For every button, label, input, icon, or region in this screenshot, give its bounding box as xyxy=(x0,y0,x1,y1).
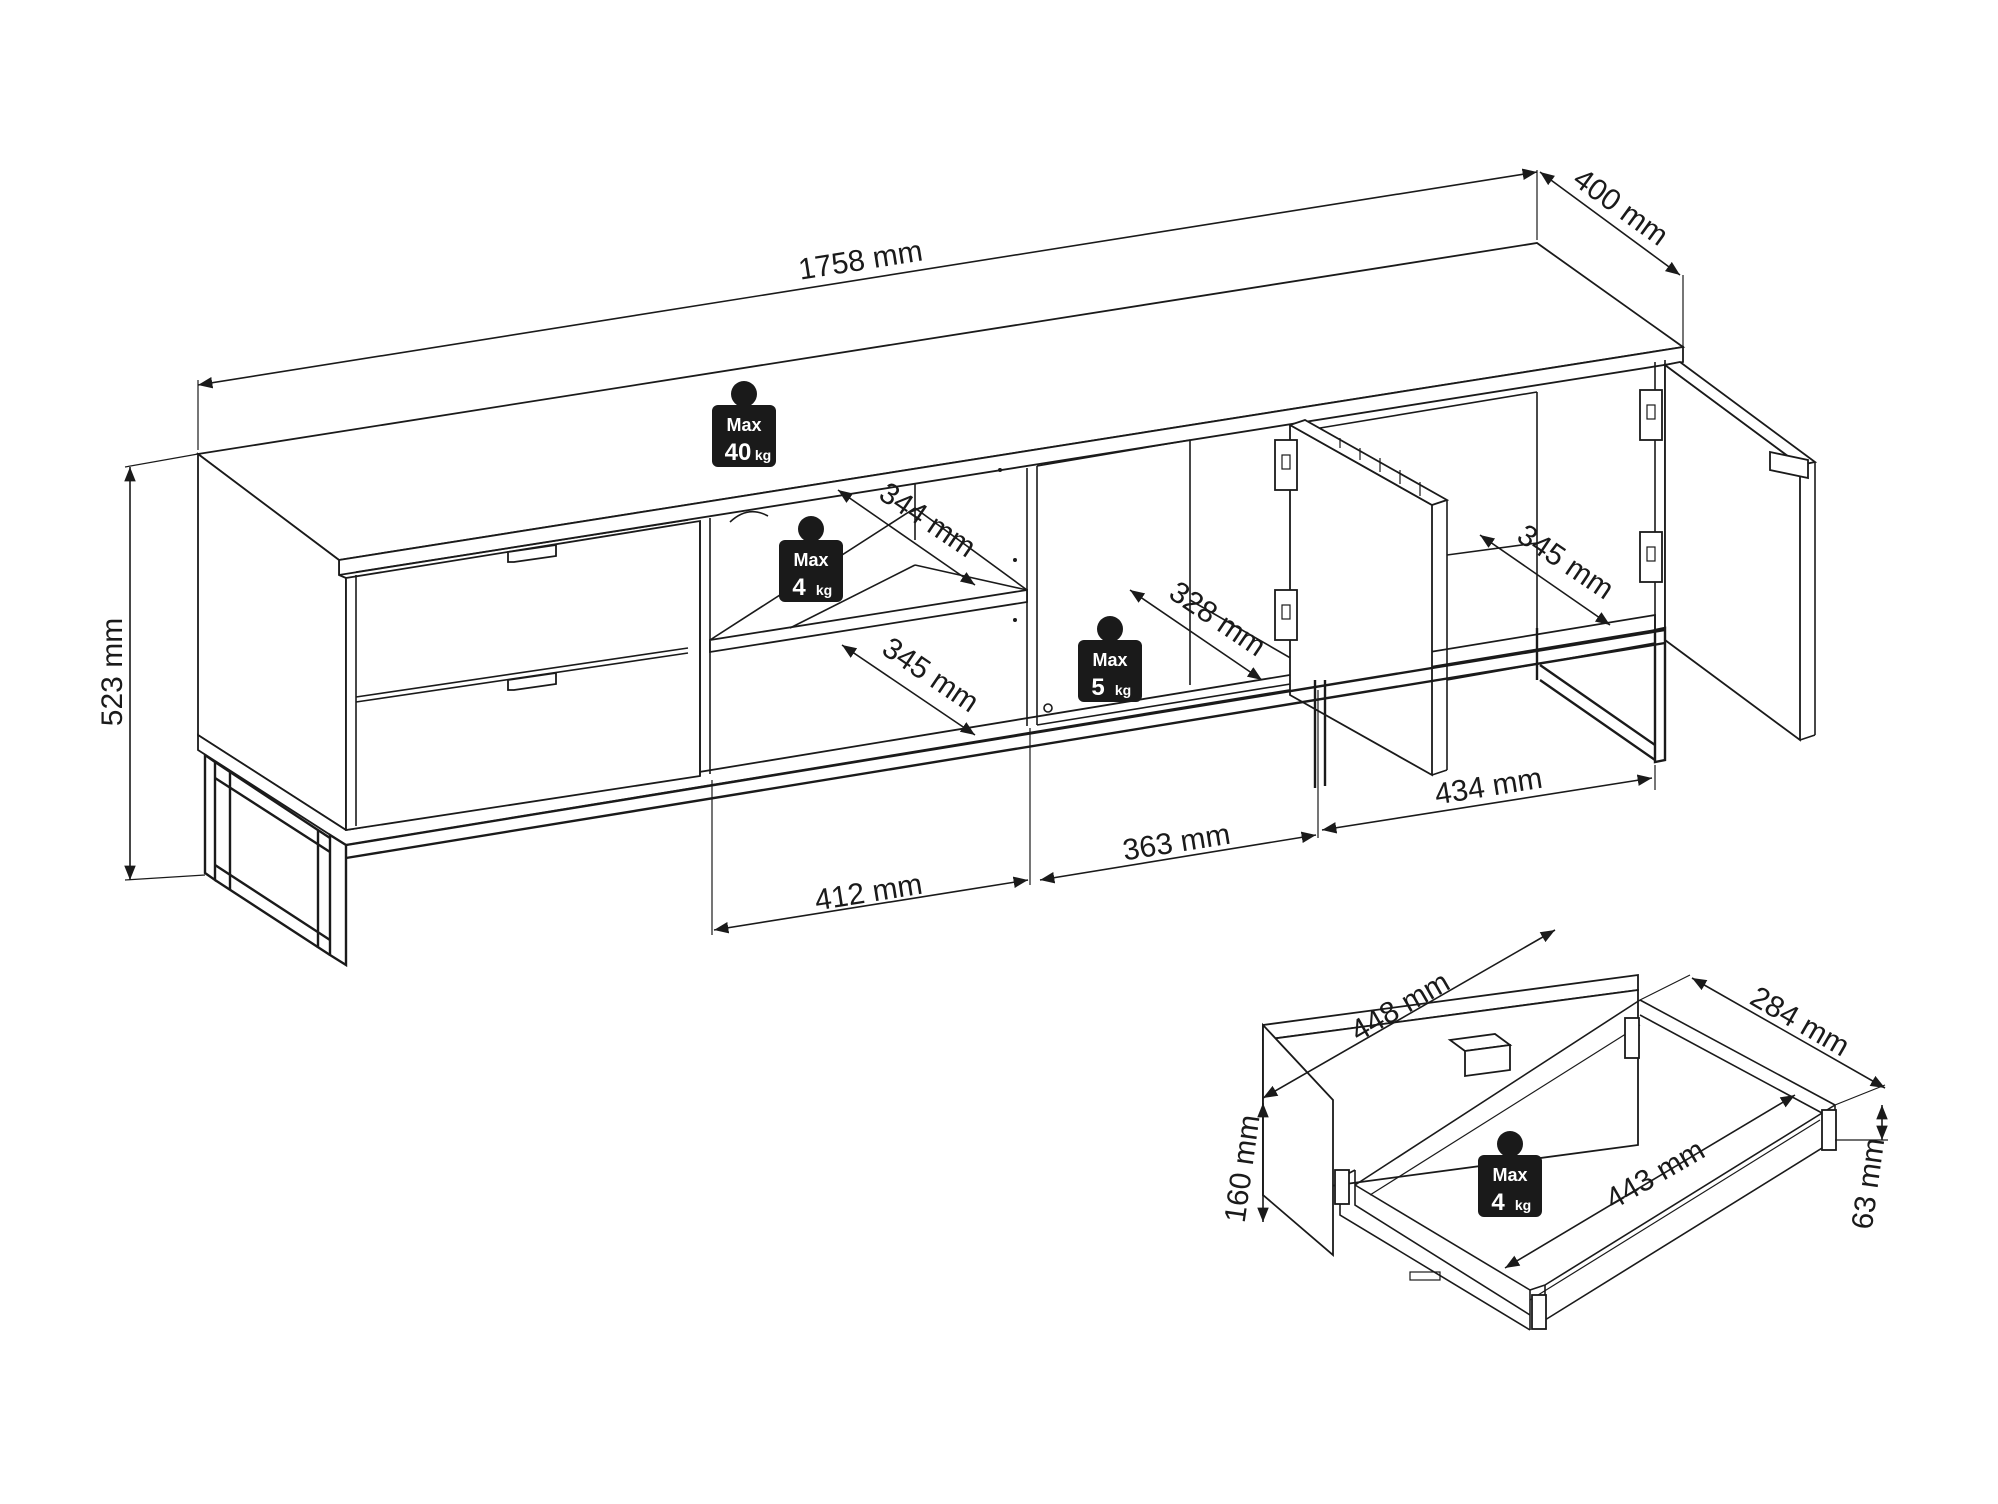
load-badge-shelf: Max 4 kg xyxy=(779,516,843,602)
drawer-block xyxy=(345,519,701,832)
drawer-handle-front[interactable] xyxy=(1464,1043,1511,1078)
drawer-height-label: 160 mm xyxy=(1219,1113,1267,1225)
svg-text:Max: Max xyxy=(1492,1165,1527,1185)
drawer-block-front xyxy=(345,519,701,832)
tv-cabinet xyxy=(195,242,1818,968)
drawer-width-line xyxy=(1262,929,1556,1099)
upper-shelf-depth-line xyxy=(837,489,976,586)
hinge-upper-middle xyxy=(1274,439,1298,491)
drawer-handle-bottom[interactable] xyxy=(507,671,557,691)
lower-shelf-depth-label: 345 mm xyxy=(876,631,984,719)
middle-door-panel[interactable] xyxy=(1289,423,1433,777)
hinge-lower-middle xyxy=(1274,589,1298,641)
svg-text:5: 5 xyxy=(1091,674,1104,701)
svg-text:4: 4 xyxy=(792,574,806,601)
open-section-width-line xyxy=(713,876,1029,934)
cable-hole xyxy=(729,510,769,523)
svg-text:kg: kg xyxy=(1115,682,1131,698)
drawer-handle-top[interactable] xyxy=(507,543,557,563)
svg-text:Max: Max xyxy=(793,550,828,570)
svg-text:Max: Max xyxy=(726,415,761,435)
height-label: 523 mm xyxy=(96,618,129,726)
middle-depth-line xyxy=(1129,589,1263,681)
drawer-depth-label: 284 mm xyxy=(1745,980,1855,1063)
lock-hole xyxy=(1043,703,1053,713)
drawer-inner-width-line xyxy=(1504,1094,1796,1269)
svg-text:Max: Max xyxy=(1092,650,1127,670)
right-door-handle[interactable] xyxy=(1769,450,1809,480)
runner-bracket-front-left xyxy=(1334,1169,1350,1205)
right-depth-label: 345 mm xyxy=(1511,518,1619,606)
runner-bracket-back-right xyxy=(1821,1109,1837,1151)
load-badge-top: Max 40 kg xyxy=(712,381,776,467)
depth-label: 400 mm xyxy=(1567,162,1674,252)
drawer-inner-height-label: 63 mm xyxy=(1846,1136,1891,1231)
drawer-detail: 448 mm 284 mm 160 mm 443 mm 63 mm xyxy=(1219,929,1891,1331)
hinge-lower-right xyxy=(1639,531,1663,583)
runner-bracket-front-right xyxy=(1531,1294,1547,1330)
hinge-upper-right xyxy=(1639,389,1663,441)
right-door[interactable] xyxy=(1639,361,1818,742)
open-section-width-label: 412 mm xyxy=(812,868,924,918)
right-depth-line xyxy=(1479,534,1611,626)
svg-text:kg: kg xyxy=(755,447,771,463)
middle-section-width-line xyxy=(1039,831,1317,884)
load-badge-middle: Max 5 kg xyxy=(1078,616,1142,702)
svg-text:kg: kg xyxy=(1515,1197,1531,1213)
middle-door[interactable] xyxy=(1274,419,1450,777)
middle-section-width-label: 363 mm xyxy=(1120,818,1232,868)
svg-text:4: 4 xyxy=(1491,1189,1505,1216)
right-door-panel[interactable] xyxy=(1664,363,1801,742)
lower-shelf-depth-line xyxy=(841,644,976,736)
right-section-width-line xyxy=(1321,774,1653,834)
load-badge-drawer: Max 4 kg xyxy=(1478,1131,1542,1217)
svg-text:kg: kg xyxy=(816,582,832,598)
depth-dimension-line xyxy=(1539,171,1681,276)
width-dimension-line xyxy=(197,168,1538,389)
metal-base-frame xyxy=(203,626,1667,968)
drawer-depth-line xyxy=(1691,977,1886,1089)
runner-clip xyxy=(1409,1271,1441,1281)
upper-shelf-depth-label: 344 mm xyxy=(873,476,981,564)
shelf-front xyxy=(709,588,1028,654)
svg-text:40: 40 xyxy=(725,439,752,466)
runner-bracket-back-left xyxy=(1624,1017,1640,1059)
